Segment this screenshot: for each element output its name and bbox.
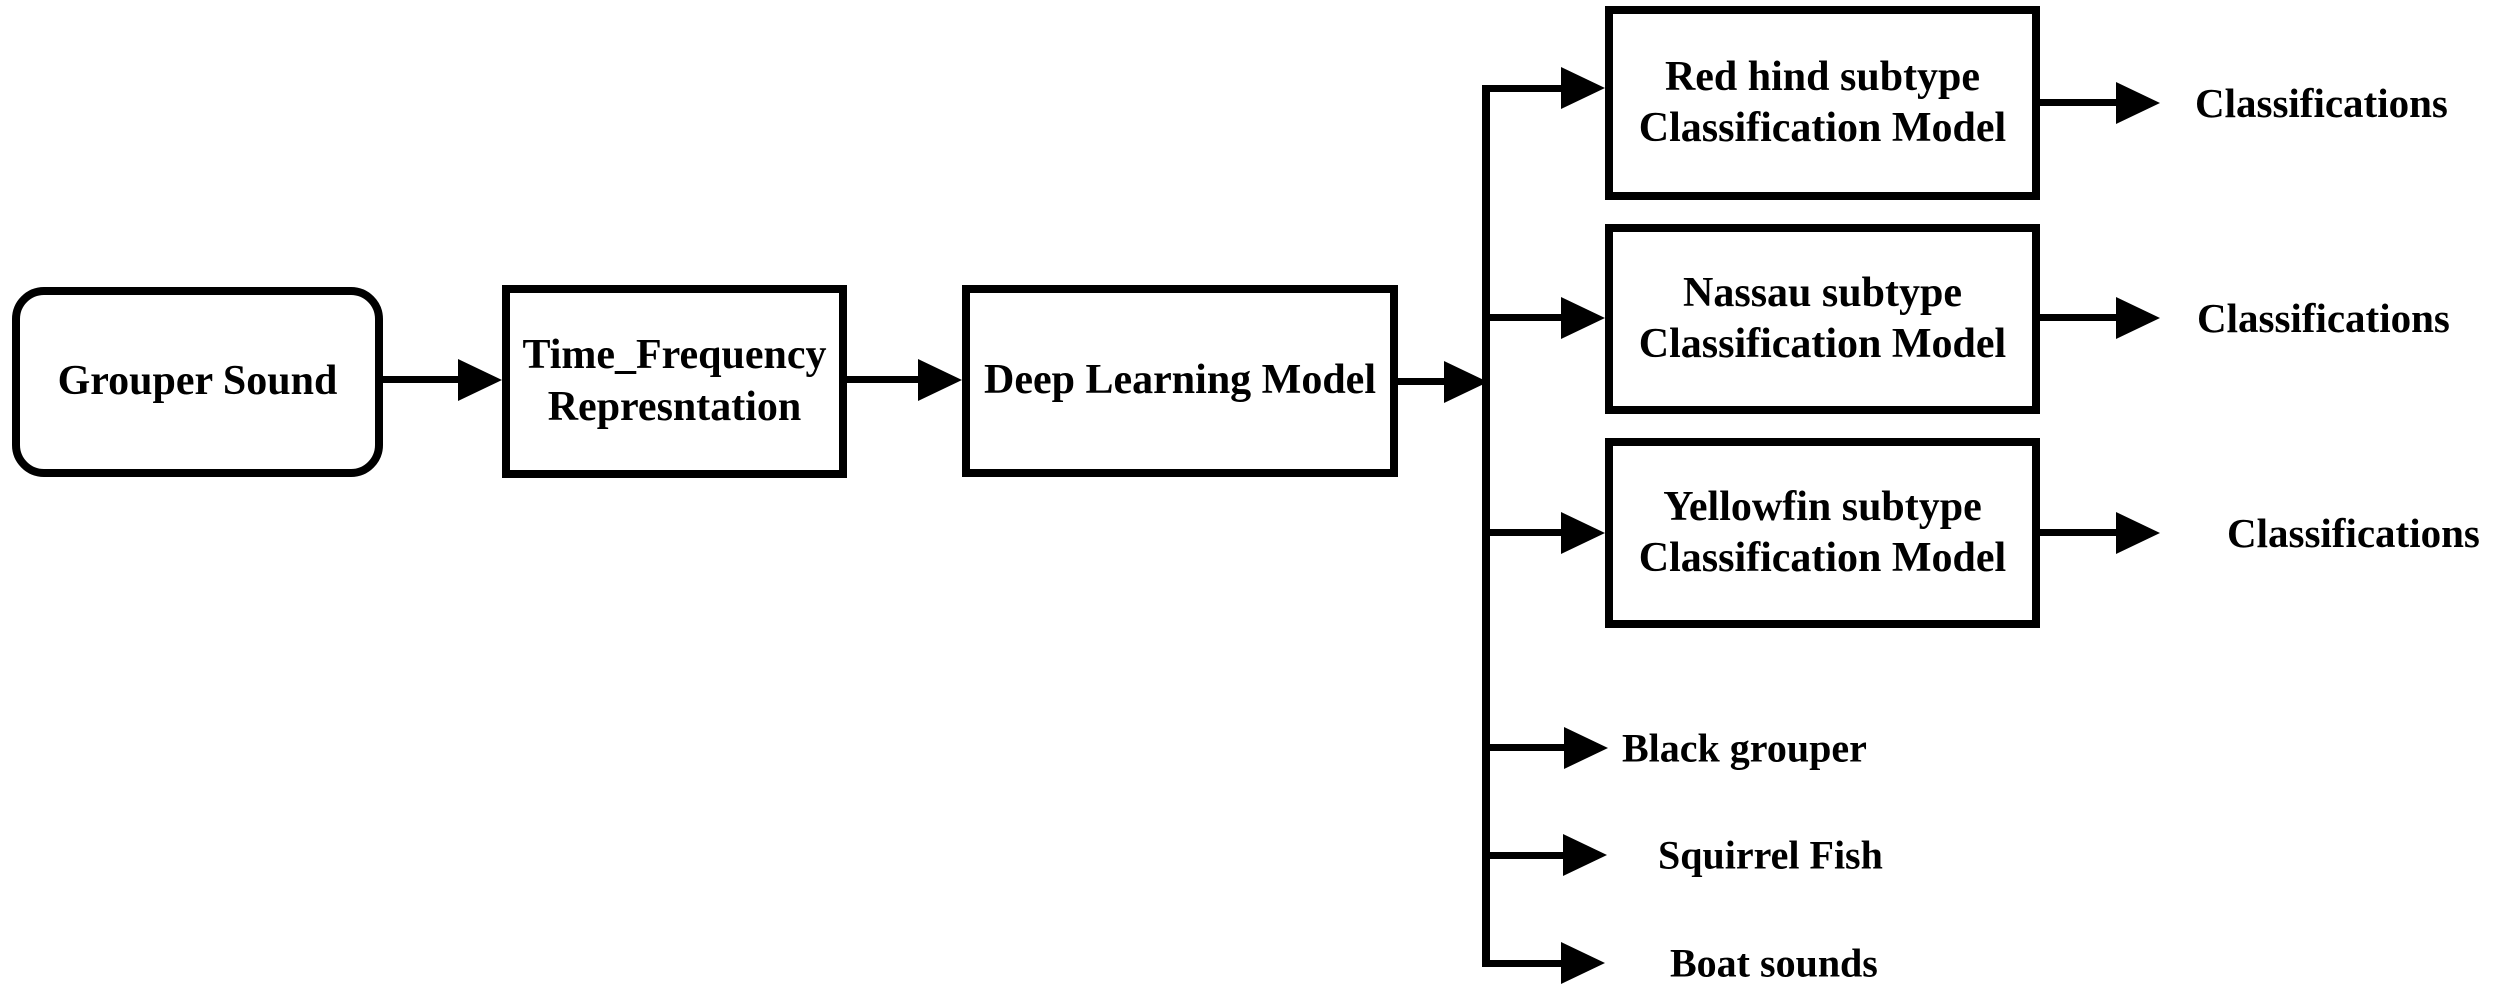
node-nassau-label-line2: Classification Model xyxy=(1638,321,2007,367)
arrowhead-icon xyxy=(1564,727,1608,769)
branch-to-boat-sounds xyxy=(1482,960,1563,967)
node-deep-learning-model: Deep Learning Model xyxy=(962,285,1398,477)
node-time-frequency-label-line2: Represntation xyxy=(547,383,802,430)
connector-timefreq-to-deeplearning xyxy=(847,376,920,383)
node-nassau-label-line1: Nassau subtype xyxy=(1683,269,1962,316)
arrowhead-icon xyxy=(2116,297,2160,339)
arrowhead-icon xyxy=(458,359,502,401)
branch-to-squirrel-fish xyxy=(1482,852,1565,859)
arrowhead-icon xyxy=(1561,297,1605,339)
arrowhead-icon xyxy=(2116,82,2160,124)
node-grouper-sound: Grouper Sound xyxy=(12,287,383,477)
leaf-label-boat-sounds: Boat sounds xyxy=(1670,940,1878,986)
arrowhead-icon xyxy=(1444,361,1488,403)
output-label-classifications-yellowfin: Classifications xyxy=(2227,510,2480,556)
arrowhead-icon xyxy=(918,359,962,401)
arrowhead-icon xyxy=(1561,67,1605,109)
node-nassau-classification-model: Nassau subtype Classification Model xyxy=(1605,224,2040,414)
node-red-hind-label-line2: Classification Model xyxy=(1638,105,2007,151)
connector-redhind-to-classifications xyxy=(2040,99,2118,106)
connector-deeplearning-to-trunk xyxy=(1398,378,1446,385)
branch-to-black-grouper xyxy=(1482,744,1566,751)
leaf-label-squirrel-fish: Squirrel Fish xyxy=(1658,832,1883,878)
node-yellowfin-label-line2: Classification Model xyxy=(1638,535,2007,581)
node-yellowfin-label-line1: Yellowfin subtype xyxy=(1663,483,1982,530)
connector-nassau-to-classifications xyxy=(2040,314,2118,321)
node-time-frequency-representation: Time_Frequency Represntation xyxy=(502,285,847,478)
branch-to-nassau xyxy=(1482,314,1565,321)
node-yellowfin-classification-model: Yellowfin subtype Classification Model xyxy=(1605,438,2040,628)
arrowhead-icon xyxy=(2116,512,2160,554)
output-label-classifications-nassau: Classifications xyxy=(2197,295,2450,341)
branch-to-red-hind xyxy=(1482,85,1565,92)
arrowhead-icon xyxy=(1561,942,1605,984)
node-red-hind-label-line1: Red hind subtype xyxy=(1664,53,1981,100)
output-label-classifications-red-hind: Classifications xyxy=(2195,80,2448,126)
connector-grouper-to-timefreq xyxy=(383,376,460,383)
connector-yellowfin-to-classifications xyxy=(2040,529,2118,536)
node-time-frequency-label-line1: Time_Frequency xyxy=(522,332,827,379)
node-grouper-sound-label: Grouper Sound xyxy=(57,358,338,405)
arrowhead-icon xyxy=(1563,834,1607,876)
node-red-hind-classification-model: Red hind subtype Classification Model xyxy=(1605,6,2040,200)
arrowhead-icon xyxy=(1561,512,1605,554)
node-deep-learning-model-label: Deep Learning Model xyxy=(984,357,1376,404)
branch-trunk-line xyxy=(1482,85,1490,967)
leaf-label-black-grouper: Black grouper xyxy=(1622,725,1867,771)
branch-to-yellowfin xyxy=(1482,529,1565,536)
